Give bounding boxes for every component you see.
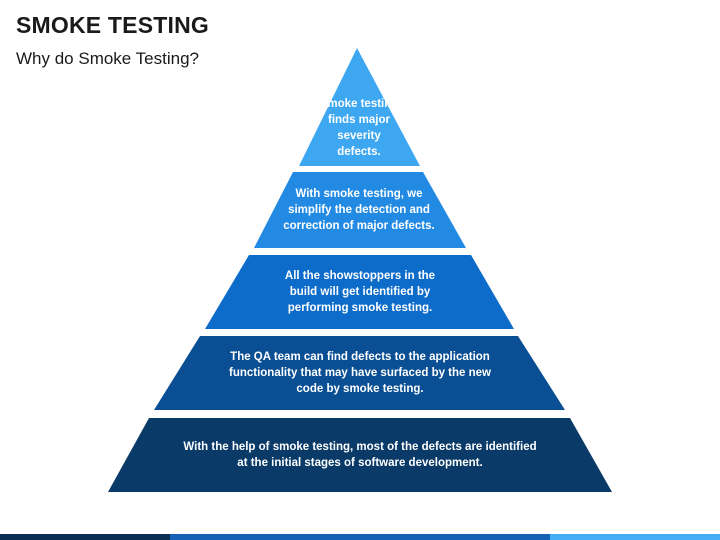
footer-bar-segment bbox=[0, 534, 170, 540]
slide-title: SMOKE TESTING bbox=[16, 12, 210, 38]
footer-bar-segment bbox=[550, 534, 720, 540]
pyramid-tier-1 bbox=[299, 48, 420, 166]
pyramid-tier-2-text: With smoke testing, we simplify the dete… bbox=[283, 188, 435, 232]
pyramid-tier-5 bbox=[108, 418, 612, 492]
pyramid-tier-5-text: With the help of smoke testing, most of … bbox=[183, 441, 537, 469]
pyramid-tier-1-text: Smoke testing finds major severity defec… bbox=[319, 98, 399, 158]
pyramid-tier-3-text: All the showstoppers in the build will g… bbox=[284, 270, 436, 314]
pyramid-tier-4 bbox=[154, 336, 565, 410]
slide-subtitle: Why do Smoke Testing? bbox=[16, 49, 199, 68]
pyramid-tier-2 bbox=[254, 172, 466, 248]
pyramid-tier-4-text: The QA team can find defects to the appl… bbox=[228, 351, 491, 395]
footer-bar-segment bbox=[170, 534, 550, 540]
pyramid-tier-3 bbox=[205, 255, 514, 329]
footer-color-bar bbox=[0, 534, 720, 540]
